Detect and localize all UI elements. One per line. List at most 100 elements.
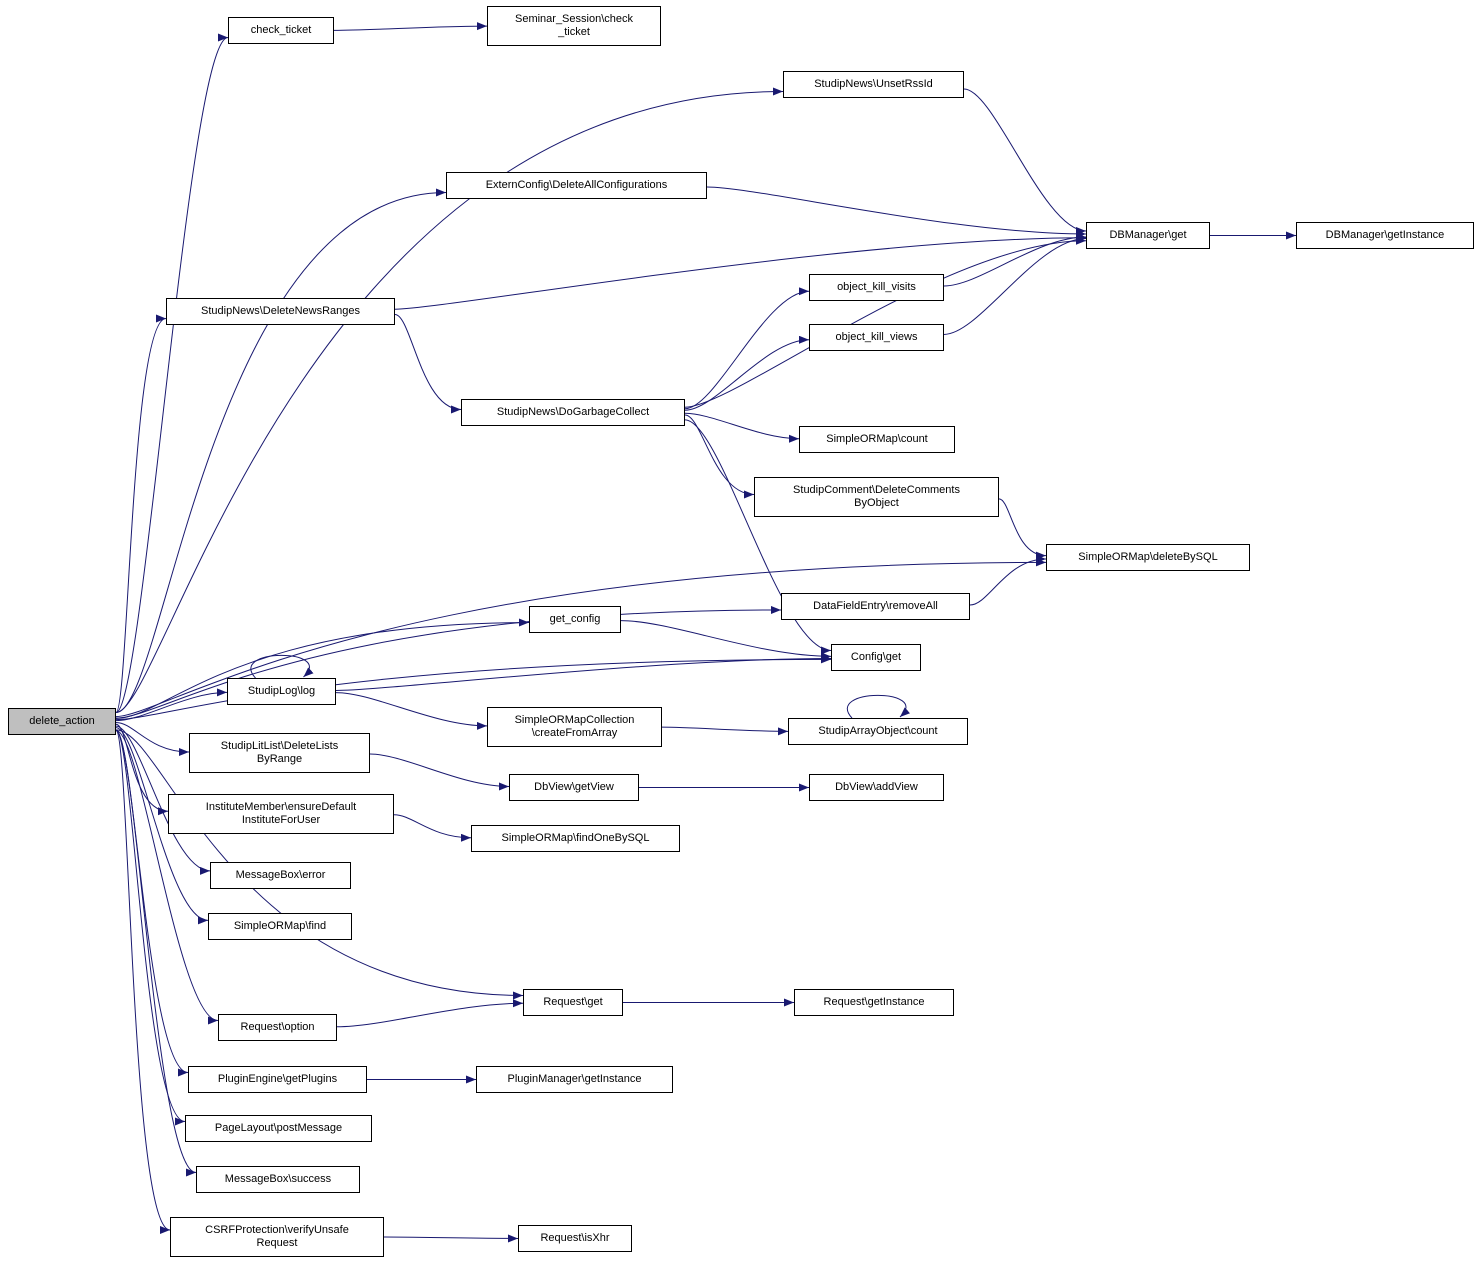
- node-extern_delete_all[interactable]: ExternConfig\DeleteAllConfigurations: [446, 172, 707, 199]
- node-getview[interactable]: DbView\getView: [509, 774, 639, 801]
- node-removeall[interactable]: DataFieldEntry\removeAll: [781, 593, 970, 620]
- edge-createfromarray--arrayobject_count: [661, 726, 789, 736]
- node-simpleormap_find[interactable]: SimpleORMap\find: [208, 913, 352, 940]
- edge-delete_action--request_option: [115, 730, 219, 1025]
- node-seminar_check_ticket[interactable]: Seminar_Session\check_ticket: [487, 6, 661, 46]
- node-request_option[interactable]: Request\option: [218, 1014, 337, 1041]
- edge-ensure_default_institute--findonebysql: [393, 814, 472, 842]
- node-label: ByObject: [854, 497, 899, 509]
- node-postmessage[interactable]: PageLayout\postMessage: [185, 1115, 372, 1142]
- node-delete_news_ranges[interactable]: StudipNews\DeleteNewsRanges: [166, 298, 395, 325]
- edge-delete_news_ranges--do_garbage_collect: [394, 314, 462, 414]
- node-label: Request\get: [543, 996, 603, 1008]
- edge-arrayobject_count--arrayobject_count: [847, 694, 911, 719]
- node-label: DbView\getView: [534, 781, 614, 793]
- edge-delete_action--simpleormap_find: [115, 727, 209, 925]
- edge-delete_action--verify_unsafe_request: [115, 730, 171, 1234]
- node-label: Config\get: [850, 651, 902, 663]
- node-simpleormap_count[interactable]: SimpleORMap\count: [799, 426, 955, 453]
- node-label: SimpleORMap\deleteBySQL: [1078, 551, 1218, 563]
- edge-do_garbage_collect--object_kill_visits: [684, 287, 810, 410]
- node-unset_rssid[interactable]: StudipNews\UnsetRssId: [783, 71, 964, 98]
- node-isxhr[interactable]: Request\isXhr: [518, 1225, 632, 1252]
- node-label: InstituteForUser: [241, 814, 321, 826]
- node-label: StudipNews\DoGarbageCollect: [496, 406, 650, 418]
- edge-request_option--request_get: [336, 999, 524, 1028]
- node-label: StudipLog\log: [247, 685, 316, 697]
- node-label: CSRFProtection\verifyUnsafe: [205, 1224, 349, 1236]
- node-label: StudipComment\DeleteComments: [793, 484, 960, 496]
- edge-removeall--delete_by_sql: [969, 554, 1047, 606]
- node-object_kill_views[interactable]: object_kill_views: [809, 324, 944, 351]
- node-label: Request\isXhr: [540, 1232, 610, 1244]
- edge-studiplog_log--config_get: [335, 654, 832, 691]
- node-request_getinstance[interactable]: Request\getInstance: [794, 989, 954, 1016]
- node-label: StudipArrayObject\count: [818, 725, 938, 737]
- node-label: check_ticket: [250, 24, 312, 36]
- node-label: SimpleORMapCollection: [514, 714, 635, 726]
- node-label: Request\option: [240, 1021, 315, 1033]
- node-pluginmanager_getinstance[interactable]: PluginManager\getInstance: [476, 1066, 673, 1093]
- node-label: InstituteMember\ensureDefault: [205, 801, 357, 813]
- edge-object_kill_visits--dbmanager_get: [943, 233, 1087, 287]
- edge-do_garbage_collect--object_kill_views: [684, 335, 810, 411]
- node-dbmanager_get[interactable]: DBManager\get: [1086, 222, 1210, 249]
- edge-do_garbage_collect--delete_comments_by_object: [684, 414, 755, 499]
- edge-get_config--config_get: [620, 620, 832, 661]
- node-label: StudipLitList\DeleteLists: [220, 740, 339, 752]
- edge-delete_lists_by_range--getview: [369, 753, 510, 791]
- node-label: Request: [256, 1237, 298, 1249]
- node-messagebox_success[interactable]: MessageBox\success: [196, 1166, 360, 1193]
- node-createfromarray[interactable]: SimpleORMapCollection\createFromArray: [487, 707, 662, 747]
- node-config_get[interactable]: Config\get: [831, 644, 921, 671]
- node-label: SimpleORMap\find: [233, 920, 327, 932]
- node-label: object_kill_visits: [837, 281, 916, 293]
- node-label: DBManager\getInstance: [1325, 229, 1445, 241]
- node-label: \createFromArray: [531, 727, 618, 739]
- node-label: PluginEngine\getPlugins: [217, 1073, 338, 1085]
- node-messagebox_error[interactable]: MessageBox\error: [210, 862, 351, 889]
- edge-verify_unsafe_request--isxhr: [383, 1234, 519, 1243]
- edge-delete_action--studiplog_log: [115, 688, 228, 722]
- node-label: delete_action: [29, 715, 95, 727]
- node-delete_action[interactable]: delete_action: [8, 708, 116, 735]
- node-object_kill_visits[interactable]: object_kill_visits: [809, 274, 944, 301]
- edge-object_kill_views--dbmanager_get: [943, 234, 1087, 335]
- node-getplugins[interactable]: PluginEngine\getPlugins: [188, 1066, 367, 1093]
- node-label: MessageBox\error: [235, 869, 326, 881]
- node-do_garbage_collect[interactable]: StudipNews\DoGarbageCollect: [461, 399, 685, 426]
- node-label: PageLayout\postMessage: [214, 1122, 343, 1134]
- node-findonebysql[interactable]: SimpleORMap\findOneBySQL: [471, 825, 680, 852]
- node-check_ticket[interactable]: check_ticket: [228, 17, 334, 44]
- edge-studiplog_log--studiplog_log: [250, 654, 314, 679]
- edge-extern_delete_all--dbmanager_get: [706, 186, 1087, 238]
- node-delete_by_sql[interactable]: SimpleORMap\deleteBySQL: [1046, 544, 1250, 571]
- edge-do_garbage_collect--simpleormap_count: [684, 412, 800, 443]
- edge-delete_comments_by_object--delete_by_sql: [998, 498, 1047, 560]
- node-dbmanager_getinstance[interactable]: DBManager\getInstance: [1296, 222, 1474, 249]
- node-label: _ticket: [558, 26, 590, 38]
- node-label: get_config: [549, 613, 601, 625]
- node-label: DataFieldEntry\removeAll: [813, 600, 938, 612]
- node-label: ByRange: [256, 753, 303, 765]
- node-label: object_kill_views: [835, 331, 918, 343]
- node-label: ExternConfig\DeleteAllConfigurations: [485, 179, 668, 191]
- node-studiplog_log[interactable]: StudipLog\log: [227, 678, 336, 705]
- edge-delete_action--delete_by_sql: [115, 558, 1047, 718]
- edge-delete_action--get_config: [115, 618, 530, 719]
- edge-delete_news_ranges--dbmanager_get: [394, 233, 1087, 310]
- node-arrayobject_count[interactable]: StudipArrayObject\count: [788, 718, 968, 745]
- node-label: MessageBox\success: [224, 1173, 332, 1185]
- node-label: Seminar_Session\check: [514, 13, 633, 25]
- node-request_get[interactable]: Request\get: [523, 989, 623, 1016]
- edge-delete_action--config_get: [115, 655, 832, 721]
- edge-studiplog_log--createfromarray: [335, 692, 488, 730]
- node-addview[interactable]: DbView\addView: [809, 774, 944, 801]
- node-get_config[interactable]: get_config: [529, 606, 621, 633]
- node-label: StudipNews\UnsetRssId: [814, 78, 933, 90]
